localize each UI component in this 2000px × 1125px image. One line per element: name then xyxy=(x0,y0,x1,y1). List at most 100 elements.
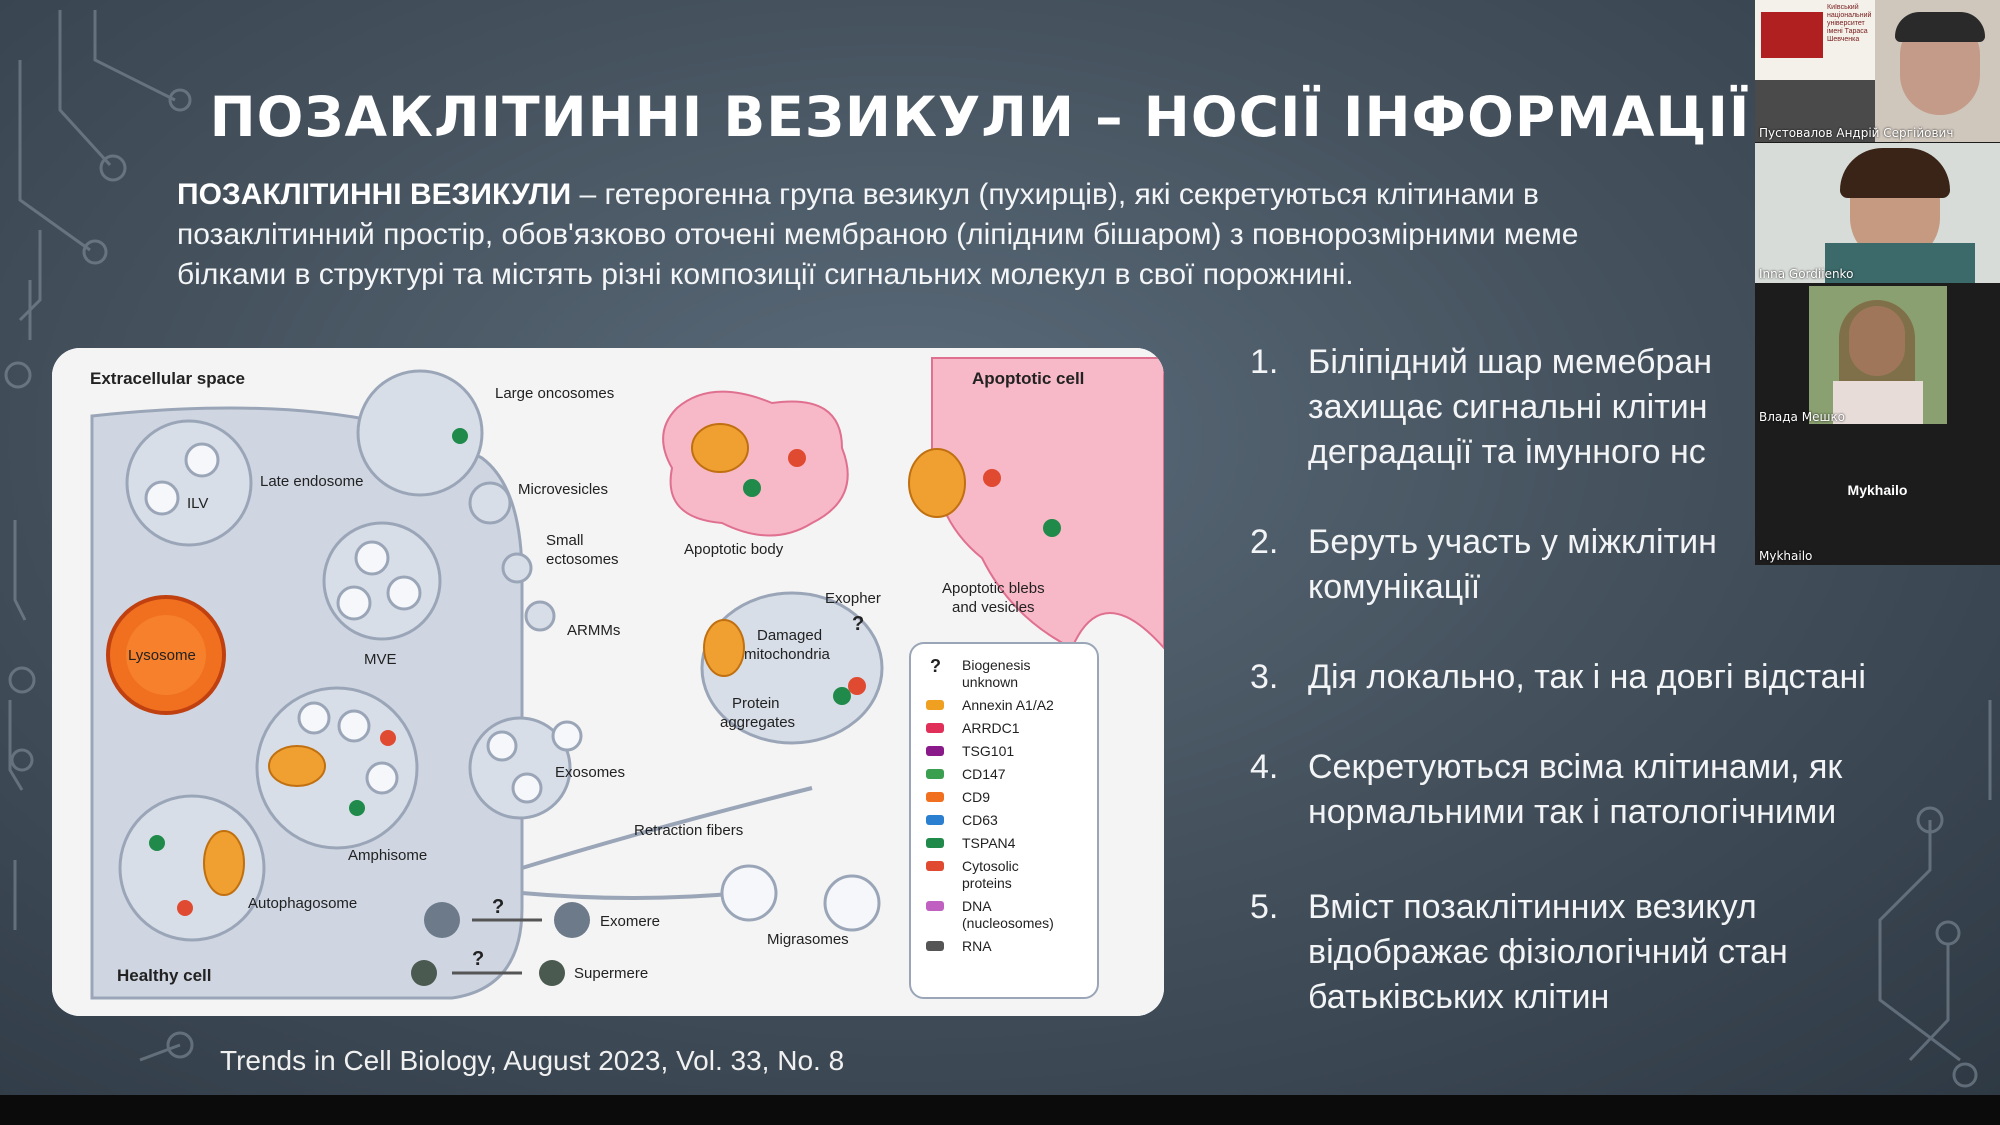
label-mve: MVE xyxy=(364,651,397,668)
legend-symbol-cd9 xyxy=(926,792,944,802)
citation: Trends in Cell Biology, August 2023, Vol… xyxy=(220,1045,845,1076)
intro-term: ПОЗАКЛІТИННІ ВЕЗИКУЛИ xyxy=(177,178,572,211)
mve xyxy=(322,521,442,641)
intro-paragraph: ПОЗАКЛІТИННІ ВЕЗИКУЛИ – гетерогенна груп… xyxy=(177,175,1717,295)
label-large-oncosomes: Large oncosomes xyxy=(495,385,614,402)
legend-symbol-tspan4 xyxy=(926,838,944,848)
participants-panel: Київський національний університет імені… xyxy=(1755,0,2000,565)
list-item-number: 4. xyxy=(1250,748,1279,786)
label-damaged-mito-1: Damaged xyxy=(757,627,822,644)
qmark-exomere: ? xyxy=(492,896,504,918)
legend-label: TSG101 xyxy=(962,743,1014,759)
building-icon xyxy=(1761,12,1823,58)
list-item-text: Секретуються всіма клітинами, як нормаль… xyxy=(1308,748,1843,831)
legend-label: CD147 xyxy=(962,766,1006,782)
bottom-bar xyxy=(0,1095,2000,1125)
legend-entry: DNA(nucleosomes) xyxy=(926,898,1054,931)
legend-symbol-question: ? xyxy=(930,656,941,676)
legend-entry: ARRDC1 xyxy=(926,720,1020,736)
list-item-text: Вміст позаклітинних везикул відображає ф… xyxy=(1308,888,1788,1016)
list-item-number: 2. xyxy=(1250,523,1279,561)
label-autophagosome: Autophagosome xyxy=(248,895,357,912)
legend-entry: TSG101 xyxy=(926,743,1014,759)
qmark-exopher: ? xyxy=(852,613,864,635)
legend-entry: Annexin A1/A2 xyxy=(926,697,1054,713)
label-apoptotic-blebs-2: and vesicles xyxy=(952,599,1035,616)
legend-label: CD63 xyxy=(962,812,998,828)
label-healthy-cell: Healthy cell xyxy=(117,966,212,985)
presentation-slide: ПОЗАКЛІТИННІ ВЕЗИКУЛИ – НОСІЇ ІНФОРМАЦІЇ… xyxy=(0,0,2000,1095)
participant-tile[interactable]: Київський національний університет імені… xyxy=(1755,0,2000,142)
label-retraction-fibers: Retraction fibers xyxy=(634,822,743,839)
qmark-supermere: ? xyxy=(472,948,484,970)
label-microvesicles: Microvesicles xyxy=(518,481,608,498)
label-exomere: Exomere xyxy=(600,913,660,930)
label-apoptotic-cell: Apoptotic cell xyxy=(972,369,1084,388)
legend-entry: CD9 xyxy=(926,789,990,805)
legend-symbol-cd147 xyxy=(926,769,944,779)
list-item: 5. Вміст позаклітинних везикул відобража… xyxy=(1250,885,1788,1020)
label-protein-agg-2: aggregates xyxy=(720,714,795,731)
participant-video xyxy=(1875,0,2000,142)
label-apoptotic-body: Apoptotic body xyxy=(684,541,784,558)
logo-caption: Київський національний університет імені… xyxy=(1827,4,1872,43)
legend-label: TSPAN4 xyxy=(962,835,1016,851)
clothing-shape xyxy=(1825,243,1975,283)
participant-tile[interactable]: Влада Мешко xyxy=(1755,284,2000,426)
label-exosomes: Exosomes xyxy=(555,764,625,781)
ev-biogenesis-figure: Extracellular space Apoptotic cell Large… xyxy=(52,348,1164,1016)
legend-entry: TSPAN4 xyxy=(926,835,1016,851)
legend-label: (nucleosomes) xyxy=(962,915,1054,931)
list-item: 1. Біліпідний шар мемебран захищає сигна… xyxy=(1250,340,1712,475)
legend-symbol-dna xyxy=(926,901,944,911)
list-item-text: Біліпідний шар мемебран захищає сигнальн… xyxy=(1308,343,1713,471)
list-item-text: Дія локально, так і на довгі відстані xyxy=(1308,658,1866,696)
lysosome xyxy=(106,595,226,715)
list-item-number: 3. xyxy=(1250,658,1279,696)
label-extracellular: Extracellular space xyxy=(90,369,245,388)
label-small-ectosomes-1: Small xyxy=(546,532,584,549)
list-item: 4. Секретуються всіма клітинами, як норм… xyxy=(1250,745,1842,835)
participant-name: Пустовалов Андрій Сергійович xyxy=(1759,126,1954,140)
list-item: 3. Дія локально, так і на довгі відстані xyxy=(1250,655,1866,700)
label-apoptotic-blebs-1: Apoptotic blebs xyxy=(942,580,1045,597)
slide-title: ПОЗАКЛІТИННІ ВЕЗИКУЛИ – НОСІЇ ІНФОРМАЦІЇ xyxy=(209,85,1751,149)
legend-label: Biogenesis xyxy=(962,657,1031,673)
legend-label: Annexin A1/A2 xyxy=(962,697,1054,713)
legend-label: Cytosolic xyxy=(962,858,1019,874)
legend-label: ARRDC1 xyxy=(962,720,1020,736)
participant-tile[interactable]: Inna Gordiienko xyxy=(1755,143,2000,283)
autophagosome xyxy=(118,794,266,942)
label-migrasomes: Migrasomes xyxy=(767,931,849,948)
legend-entry: CD147 xyxy=(926,766,1006,782)
list-item: 2. Беруть участь у міжклітин комунікації xyxy=(1250,520,1717,610)
label-small-ectosomes-2: ectosomes xyxy=(546,551,619,568)
label-supermere: Supermere xyxy=(574,965,648,982)
large-oncosome xyxy=(356,369,484,497)
legend-symbol-cd63 xyxy=(926,815,944,825)
label-lysosome: Lysosome xyxy=(128,647,196,664)
legend-symbol-rna xyxy=(926,941,944,951)
headphones-icon xyxy=(1895,12,1985,42)
legend-label: RNA xyxy=(962,938,992,954)
clothing-shape xyxy=(1833,381,1923,424)
legend-label: proteins xyxy=(962,875,1012,891)
list-item-text: Беруть участь у міжклітин комунікації xyxy=(1308,523,1717,606)
amphisome xyxy=(255,686,419,850)
label-armms: ARMMs xyxy=(567,622,620,639)
label-protein-agg-1: Protein xyxy=(732,695,780,712)
label-amphisome: Amphisome xyxy=(348,847,427,864)
list-item-number: 1. xyxy=(1250,343,1279,381)
legend-label: CD9 xyxy=(962,789,990,805)
hair-shape xyxy=(1840,148,1950,198)
label-exopher: Exopher xyxy=(825,590,881,607)
participant-name: Mykhailo xyxy=(1759,549,1813,563)
legend-symbol-arrdc1 xyxy=(926,723,944,733)
legend-symbol-tsg101 xyxy=(926,746,944,756)
participant-video xyxy=(1809,286,1947,424)
legend-symbol-annexin xyxy=(926,700,944,710)
participant-tile[interactable]: Mykhailo Mykhailo xyxy=(1755,427,2000,565)
